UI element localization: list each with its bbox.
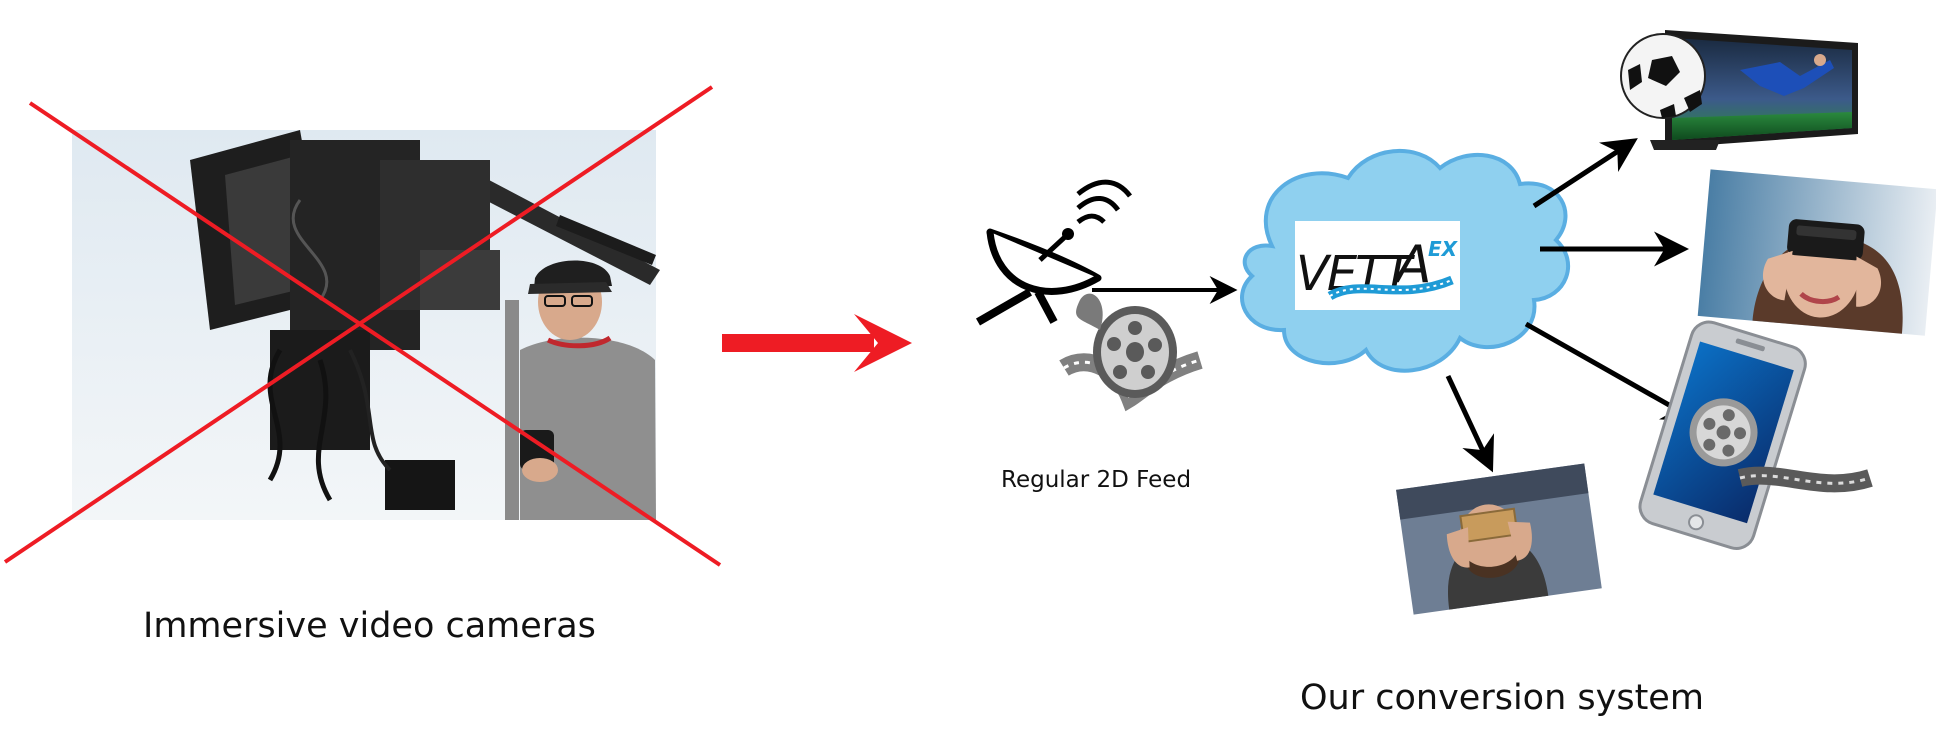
- caption-immersive-cameras: Immersive video cameras: [143, 606, 596, 646]
- vettaex-logo: VETT A EX: [1295, 221, 1460, 310]
- arrow-cloud-to-smartphone: [1524, 321, 1699, 422]
- cross-line-1: [28, 101, 722, 567]
- cloud-icon: VETT A EX: [1240, 148, 1571, 373]
- camera-operator: [520, 260, 656, 520]
- big-red-arrow: [722, 314, 912, 372]
- cross-line-2: [3, 85, 714, 564]
- smartphone-icon: [1638, 320, 1807, 550]
- arrow-cloud-to-cardboard: [1445, 374, 1495, 473]
- logo-suffix-text: EX: [1428, 237, 1459, 261]
- satellite-dish-icon: [976, 179, 1132, 326]
- caption-conversion-system: Our conversion system: [1300, 678, 1704, 718]
- film-reel-icon: [1059, 293, 1203, 412]
- vr-headset-icon: [1697, 169, 1936, 336]
- camera-rig-photo: [3, 85, 722, 567]
- arrow-cloud-to-tv: [1532, 138, 1638, 209]
- tv-icon: [1620, 30, 1858, 150]
- caption-regular-2d-feed: Regular 2D Feed: [1001, 467, 1192, 493]
- cardboard-vr-icon: [1396, 463, 1602, 615]
